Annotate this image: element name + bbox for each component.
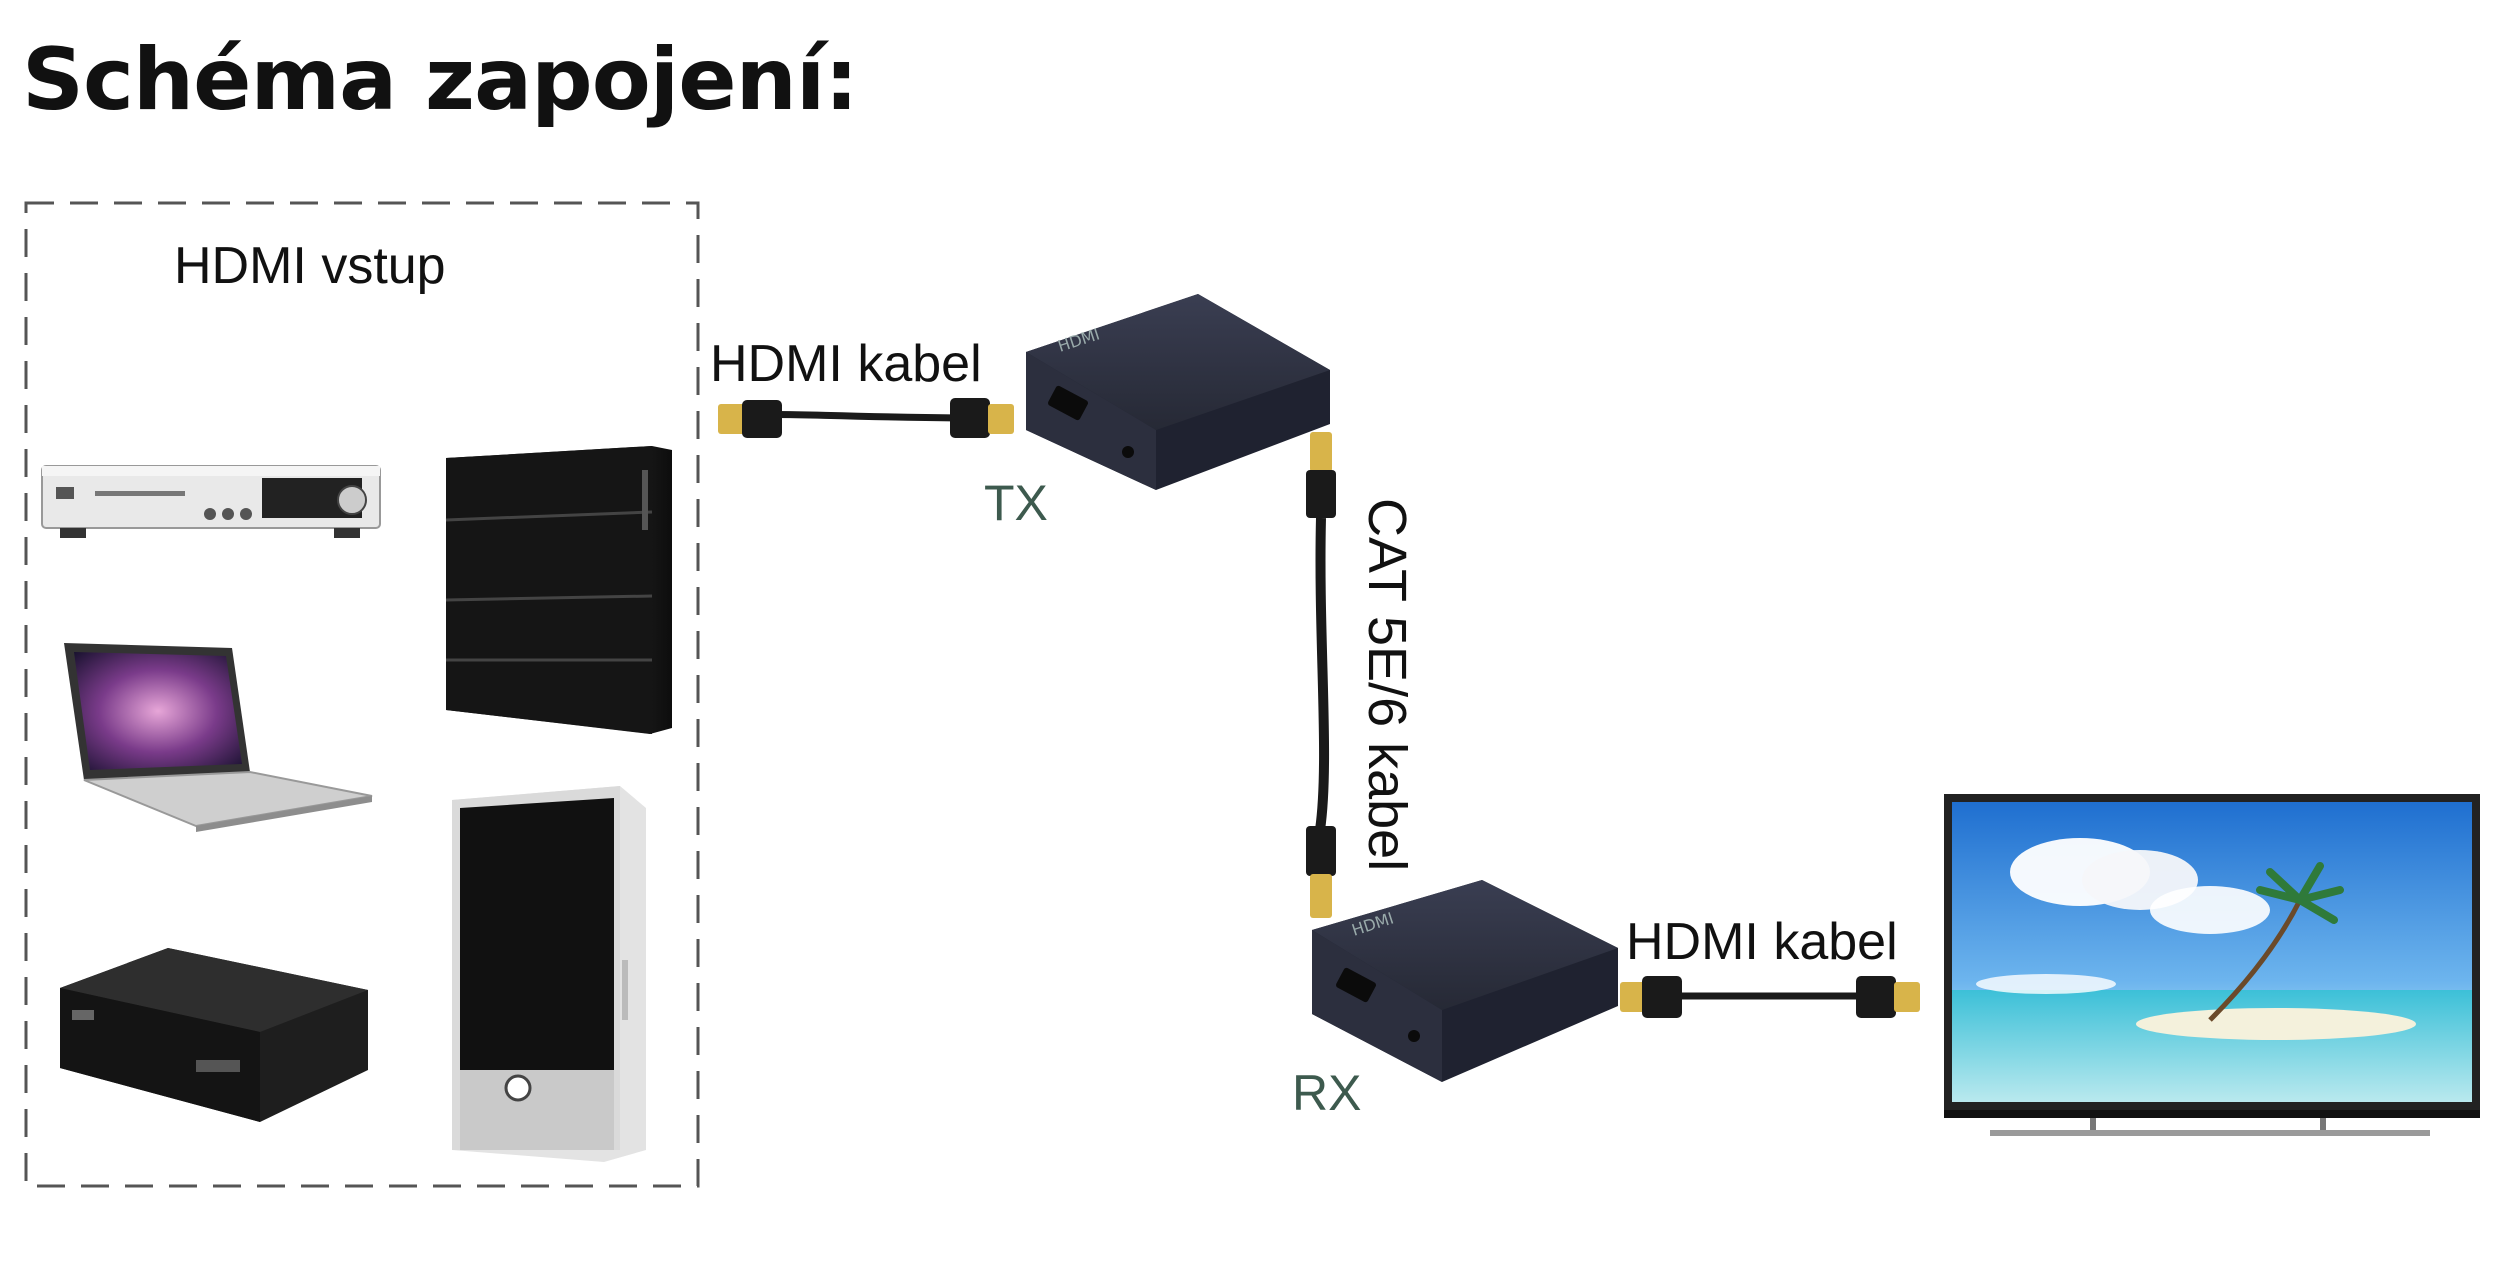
tv-display-device xyxy=(1944,794,2480,1136)
laptop-device xyxy=(64,643,373,832)
desktop-pc-device xyxy=(452,786,646,1162)
game-console-device xyxy=(445,446,672,734)
input-group-label: HDMI vstup xyxy=(174,237,446,295)
hdmi-cable-left xyxy=(718,398,1014,438)
tx-label: TX xyxy=(984,475,1048,531)
diagram-title: Schéma zapojení: xyxy=(22,30,859,130)
dvd-player-device xyxy=(41,465,381,538)
cat-cable-label: CAT 5E/6 kabel xyxy=(1357,498,1417,872)
rx-extender-device: HDMI xyxy=(1312,880,1618,1082)
hdmi-cable-right-label: HDMI kabel xyxy=(1626,913,1898,971)
set-top-box-device xyxy=(60,948,368,1122)
tx-extender-device: HDMI xyxy=(1026,294,1330,490)
cat-cable xyxy=(1306,432,1336,918)
hdmi-cable-right xyxy=(1620,976,1920,1018)
input-group-box xyxy=(24,201,700,1188)
rx-label: RX xyxy=(1292,1065,1362,1121)
hdmi-cable-left-label: HDMI kabel xyxy=(710,335,982,393)
